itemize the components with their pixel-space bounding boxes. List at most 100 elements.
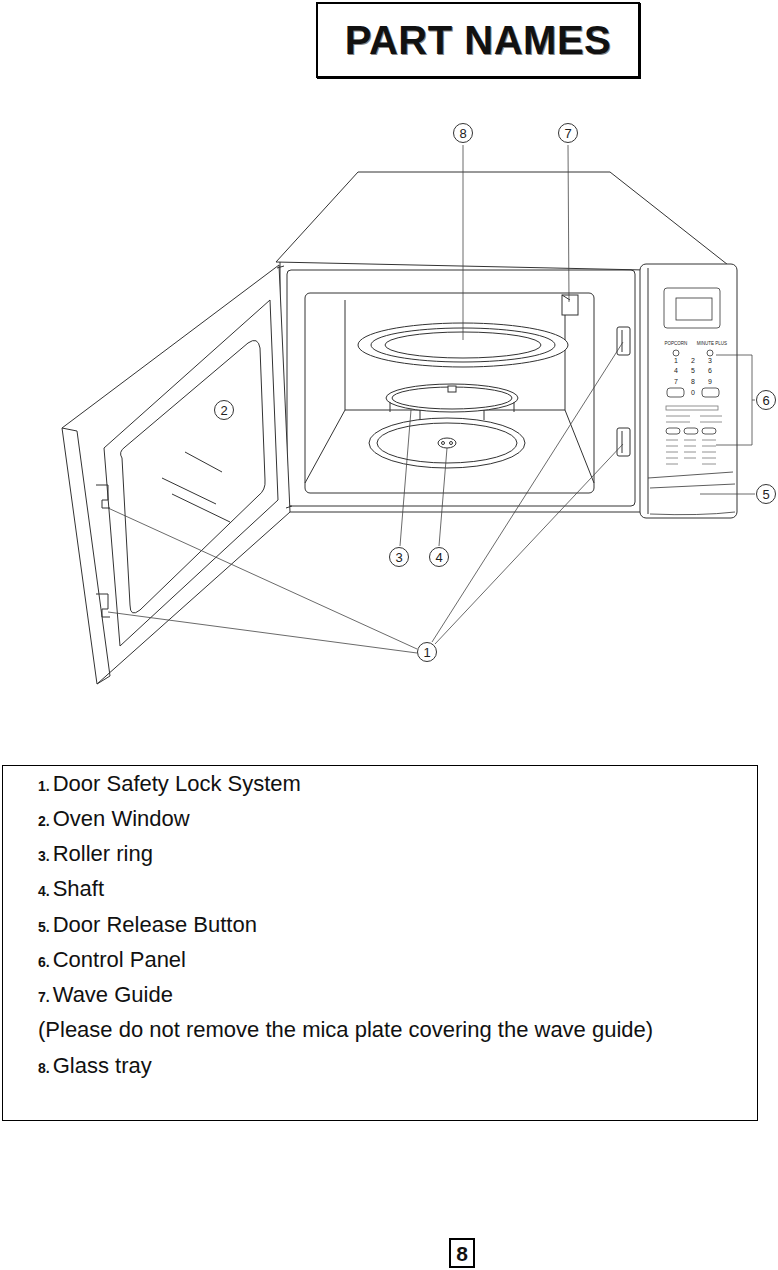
- part-name: Roller ring: [53, 841, 153, 866]
- control-panel-detail: [700, 416, 722, 417]
- part-name: Wave Guide: [53, 982, 173, 1007]
- control-panel-detail: [702, 440, 716, 441]
- control-panel-detail: [667, 388, 684, 397]
- wave-guide: [562, 295, 578, 315]
- control-panel-detail: [702, 464, 716, 465]
- turntable-parts: [484, 410, 485, 420]
- panel-label: MINUTE PLUS: [697, 342, 727, 347]
- control-panel-detail: [673, 350, 679, 356]
- leader-lines: [568, 145, 569, 302]
- item-number: 7.: [38, 989, 50, 1005]
- control-panel-detail: [700, 422, 722, 423]
- part-name: Control Panel: [53, 947, 186, 972]
- list-line: 3.Roller ring: [38, 842, 153, 868]
- wave-guide: [562, 295, 578, 315]
- panel-label: 6: [708, 367, 712, 374]
- callout-number: 4: [429, 547, 449, 567]
- callout-number: 8: [453, 123, 473, 143]
- panel-label: 9: [708, 378, 712, 385]
- door: [172, 494, 230, 522]
- turntable-parts: [390, 402, 391, 412]
- item-number: 3.: [38, 848, 50, 864]
- panel-label: 5: [691, 367, 695, 374]
- control-panel-detail: [666, 416, 690, 417]
- control-panel-detail: [684, 452, 696, 453]
- door: [96, 485, 110, 508]
- callout-number: 7: [558, 123, 578, 143]
- door-lock-slots: [617, 327, 630, 456]
- panel-label: POPCORN: [665, 342, 688, 347]
- callout-text: 2: [220, 404, 227, 417]
- list-line: 7.Wave Guide: [38, 983, 173, 1009]
- turntable-parts: [358, 323, 568, 468]
- list-line: 1.Door Safety Lock System: [38, 772, 301, 798]
- control-panel-detail: [676, 298, 712, 320]
- list-line: 8.Glass tray: [38, 1054, 152, 1080]
- door: [77, 431, 110, 676]
- callout-text: 7: [564, 127, 571, 140]
- turntable-parts: [448, 386, 456, 392]
- oven-body: [640, 264, 737, 518]
- control-panel-detail: [666, 406, 718, 410]
- control-panel-detail: [666, 464, 678, 465]
- control-panel-detail: [666, 446, 678, 447]
- oven-body: [276, 172, 737, 518]
- item-number: 4.: [38, 883, 50, 899]
- turntable-parts: [438, 438, 456, 448]
- oven-body: [287, 270, 635, 506]
- door-lock-slots: [617, 428, 630, 456]
- list-line: 6.Control Panel: [38, 948, 186, 974]
- control-panel-detail: [684, 458, 696, 459]
- control-panel-detail: [684, 440, 696, 441]
- control-panel-detail: [664, 288, 720, 328]
- control-panel-detail: [666, 422, 690, 423]
- item-number: 5.: [38, 919, 50, 935]
- door: [162, 478, 216, 504]
- control-panel-detail: [684, 428, 698, 434]
- control-panel-detail: [666, 440, 678, 441]
- oven-body: [280, 512, 640, 513]
- list-line: 2.Oven Window: [38, 807, 190, 833]
- control-panel-detail: [650, 512, 735, 515]
- control-panel-detail: [702, 458, 716, 459]
- callout-number: 1: [417, 642, 437, 662]
- callout-number: 5: [756, 484, 776, 504]
- part-name: Shaft: [53, 876, 104, 901]
- leader-lines: [716, 355, 752, 445]
- door: [286, 506, 292, 508]
- leader-lines: [435, 444, 623, 644]
- control-panel-detail: [648, 288, 735, 515]
- callout-text: 5: [762, 488, 769, 501]
- oven-body: [648, 268, 649, 514]
- part-name: Door Release Button: [53, 912, 257, 937]
- callout-text: 1: [423, 646, 430, 659]
- leader-lines: [700, 494, 755, 495]
- part-name: (Please do not remove the mica plate cov…: [38, 1017, 653, 1042]
- control-panel-detail: [666, 458, 678, 459]
- item-number: 2.: [38, 813, 50, 829]
- control-panel-detail: [684, 446, 696, 447]
- callout-text: 8: [459, 127, 466, 140]
- control-panel-detail: [666, 428, 680, 434]
- turntable-parts: [442, 442, 445, 445]
- leader-lines: [108, 612, 417, 653]
- page-number-box: 8: [449, 1238, 475, 1268]
- leader-lines: [432, 342, 623, 642]
- part-name: Door Safety Lock System: [53, 771, 301, 796]
- control-panel-detail: [650, 484, 735, 488]
- item-number: 1.: [38, 778, 50, 794]
- oven-body: [565, 410, 594, 483]
- item-number: 8.: [38, 1060, 50, 1076]
- leader-lines: [400, 410, 411, 546]
- item-number: 6.: [38, 954, 50, 970]
- part-list-box: 1.Door Safety Lock System 2.Oven Window 3.…: [2, 765, 758, 1121]
- leader-lines: [463, 145, 464, 340]
- callout-number: 2: [214, 400, 234, 420]
- turntable-parts: [450, 442, 453, 445]
- control-panel-detail: [702, 388, 719, 397]
- turntable-parts: [392, 387, 512, 409]
- callout-text: 4: [435, 551, 442, 564]
- leader-lines: [108, 508, 417, 649]
- page-number: 8: [456, 1243, 468, 1264]
- oven-body: [305, 410, 345, 483]
